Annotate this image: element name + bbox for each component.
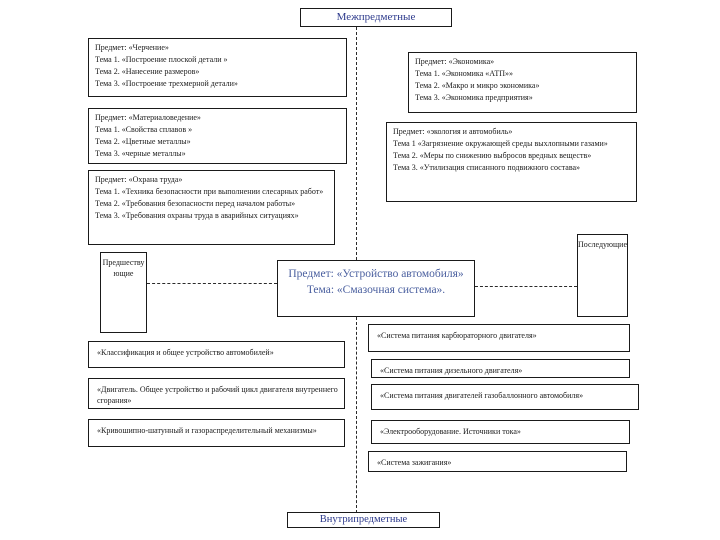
subject-box-economics: Предмет: «Экономика» Тема 1. «Экономика … — [408, 52, 637, 113]
subject-line: Тема 2. «Меры по снижению выбросов вредн… — [393, 151, 592, 160]
following-label-box: Последующие — [577, 234, 628, 317]
topic-text: «Система зажигания» — [377, 458, 452, 467]
subject-line: Тема 1. «Построение плоской детали » — [95, 55, 228, 64]
subject-line: Тема 3. «черные металлы» — [95, 149, 186, 158]
central-subject-line: Предмет: «Устройство автомобиля» — [288, 268, 464, 280]
following-topic-electrical-equipment: «Электрооборудование. Источники тока» — [371, 420, 630, 444]
subject-line: Тема 2. «Макро и микро экономика» — [415, 81, 540, 90]
subject-box-drafting: Предмет: «Черчение» Тема 1. «Построение … — [88, 38, 347, 97]
subject-line: Тема 3. «Требования охраны труда в авари… — [95, 211, 299, 220]
subject-line: Предмет: «экология и автомобиль» — [393, 127, 513, 136]
central-topic-box: Предмет: «Устройство автомобиля» Тема: «… — [277, 260, 475, 317]
topic-text: «Система питания дизельного двигателя» — [380, 366, 523, 375]
intradisciplinary-label-box: Внутрипредметные — [287, 512, 440, 528]
subject-line: Тема 3. «Экономика предприятия» — [415, 93, 533, 102]
following-topic-gas-fuel-system: «Система питания двигателей газобаллонно… — [371, 384, 639, 410]
connector-top-to-center — [356, 27, 357, 260]
subject-line: Тема 1. «Экономика «АТП»» — [415, 69, 513, 78]
preceding-label-box: Предшествующие — [100, 252, 147, 333]
interdisciplinary-label: Межпредметные — [336, 11, 416, 23]
subject-line: Тема 1. «Техника безопасности при выполн… — [95, 187, 324, 196]
topic-text: «Кривошипно-шатунный и газораспределител… — [97, 426, 317, 435]
subject-line: Тема 1. «Свойства сплавов » — [95, 125, 193, 134]
subject-line: Предмет: «Черчение» — [95, 43, 169, 52]
topic-text: «Система питания двигателей газобаллонно… — [380, 391, 584, 400]
topic-text: «Система питания карбюраторного двигател… — [377, 331, 537, 340]
subject-line: Тема 2. «Нанесение размеров» — [95, 67, 200, 76]
preceding-label: Предшествующие — [102, 258, 145, 278]
central-theme-line: Тема: «Смазочная система». — [306, 284, 446, 296]
connector-center-to-bottom — [356, 317, 357, 513]
subject-box-labor-safety: Предмет: «Охрана труда» Тема 1. «Техника… — [88, 170, 335, 245]
following-topic-carburetor-fuel-system: «Система питания карбюраторного двигател… — [368, 324, 630, 352]
subject-line: Тема 3. «Утилизация списанного подвижног… — [393, 163, 581, 172]
subject-line: Тема 3. «Построение трехмерной детали» — [95, 79, 238, 88]
subject-box-materials: Предмет: «Материаловедение» Тема 1. «Сво… — [88, 108, 347, 164]
preceding-topic-engine: «Двигатель. Общее устройство и рабочий ц… — [88, 378, 345, 409]
intradisciplinary-label: Внутрипредметные — [319, 514, 408, 525]
connector-preceding-to-center — [147, 283, 277, 284]
preceding-topic-crank-mechanism: «Кривошипно-шатунный и газораспределител… — [88, 419, 345, 447]
connector-center-to-following — [475, 286, 577, 287]
interdisciplinary-label-box: Межпредметные — [300, 8, 452, 27]
subject-line: Тема 1 «Загрязнение окружающей среды вых… — [393, 139, 608, 148]
subject-box-ecology: Предмет: «экология и автомобиль» Тема 1 … — [386, 122, 637, 202]
topic-text: «Электрооборудование. Источники тока» — [380, 427, 521, 436]
subject-line: Предмет: «Охрана труда» — [95, 175, 183, 184]
subject-line: Тема 2. «Требования безопасности перед н… — [95, 199, 296, 208]
topic-text: «Двигатель. Общее устройство и рабочий ц… — [97, 385, 338, 405]
following-label: Последующие — [578, 240, 628, 249]
following-topic-diesel-fuel-system: «Система питания дизельного двигателя» — [371, 359, 630, 378]
topic-text: «Классификация и общее устройство автомо… — [97, 348, 274, 357]
subject-line: Предмет: «Материаловедение» — [95, 113, 201, 122]
subject-line: Предмет: «Экономика» — [415, 57, 495, 66]
following-topic-ignition-system: «Система зажигания» — [368, 451, 627, 472]
preceding-topic-classification: «Классификация и общее устройство автомо… — [88, 341, 345, 368]
subject-line: Тема 2. «Цветные металлы» — [95, 137, 191, 146]
